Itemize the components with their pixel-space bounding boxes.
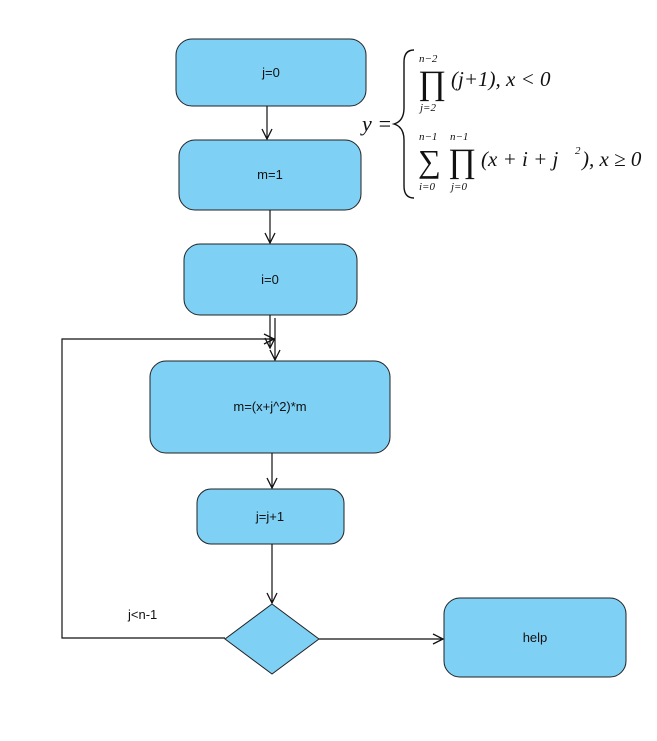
node-help-label: help: [523, 630, 548, 645]
loop-condition-label: j<n-1: [127, 607, 157, 622]
brace-icon: [391, 49, 415, 199]
case1-lower: j=2: [418, 102, 436, 114]
node-m1-label: m=1: [257, 167, 283, 182]
case2-lower2: j=0: [449, 181, 467, 193]
case2-upper1: n−1: [419, 131, 437, 143]
node-help[interactable]: help: [443, 597, 627, 678]
node-j0[interactable]: j=0: [175, 38, 367, 107]
node-mcalc-label: m=(x+j^2)*m: [233, 399, 306, 414]
case1-operator: ∏: [418, 65, 446, 102]
piecewise-formula: y = n−2 ∏ j=2 (j+1), x < 0 n−1 ∑ i=0 n−1…: [360, 49, 642, 199]
case2-power: 2: [575, 145, 581, 157]
case1-upper: n−2: [419, 53, 438, 65]
node-i0[interactable]: i=0: [183, 243, 358, 316]
case2-body: (x + i + j: [481, 147, 558, 171]
case2-operator1: ∑: [418, 143, 441, 179]
edge-loop-back: [61, 339, 274, 639]
node-j0-label: j=0: [261, 65, 280, 80]
case2-operator2: ∏: [448, 143, 476, 180]
case1-body: (j+1), x < 0: [451, 67, 551, 91]
node-jinc[interactable]: j=j+1: [196, 488, 345, 545]
node-mcalc[interactable]: m=(x+j^2)*m: [149, 360, 391, 454]
case2-lower1: i=0: [419, 181, 435, 193]
case2-tail: ), x ≥ 0: [581, 147, 642, 171]
case2-upper2: n−1: [450, 131, 468, 143]
node-jinc-label: j=j+1: [255, 509, 284, 524]
node-m1[interactable]: m=1: [178, 139, 362, 211]
decision-diamond[interactable]: [224, 603, 320, 675]
formula-lhs: y =: [360, 111, 392, 136]
node-i0-label: i=0: [261, 272, 279, 287]
